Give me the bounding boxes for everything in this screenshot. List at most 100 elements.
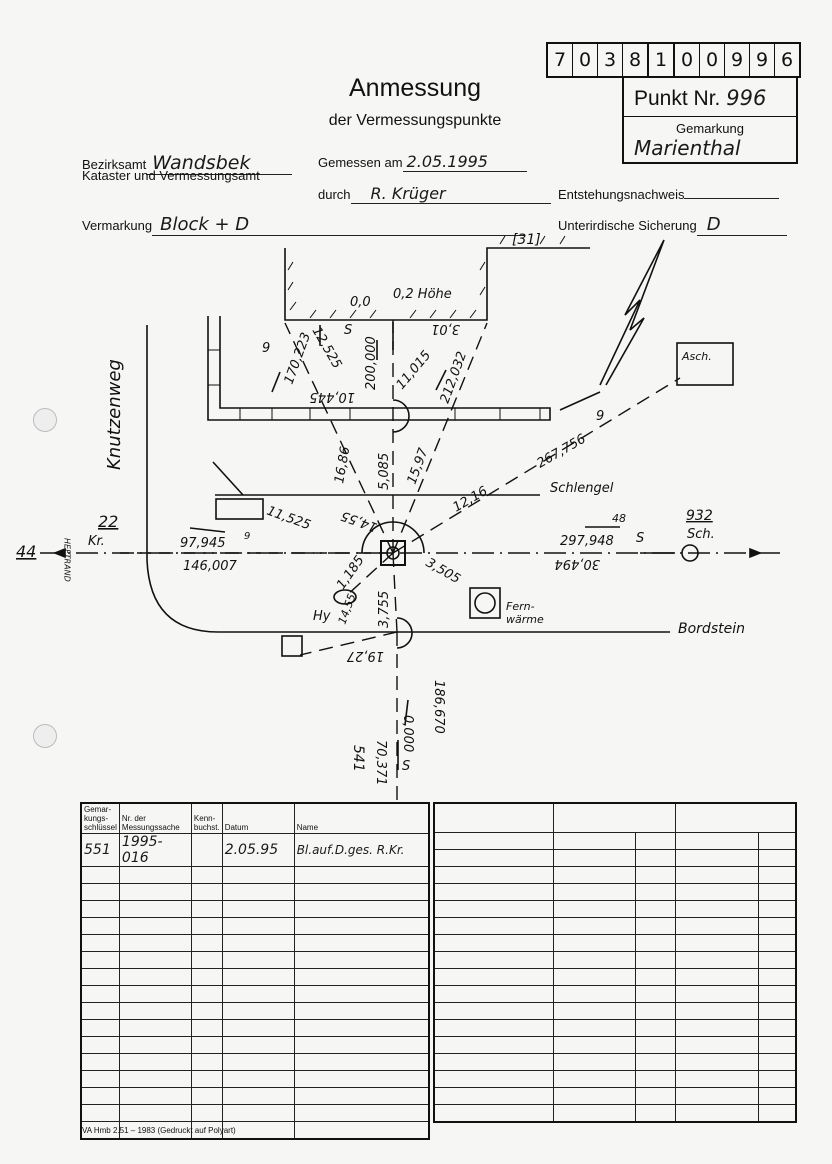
cell (80, 1121, 120, 1140)
durch-signature: R. Krüger (350, 184, 551, 204)
cell (293, 1104, 430, 1122)
sketch-label: 0,0 (350, 295, 371, 310)
cell (433, 951, 554, 969)
cell (80, 1087, 120, 1105)
sketch-label: 9 (596, 409, 604, 424)
cell (221, 968, 295, 986)
punkt-box: Punkt Nr. 996 Gemarkung Marienthal (622, 76, 798, 164)
cell (80, 917, 120, 935)
cell (552, 1070, 636, 1088)
cell (190, 883, 223, 901)
col-header (433, 802, 554, 833)
table-row (80, 883, 430, 901)
cell (190, 1019, 223, 1037)
arc (392, 399, 410, 433)
cell: 1995-016 (118, 833, 192, 867)
table-row (433, 1070, 797, 1088)
cell (221, 900, 295, 918)
survey-sketch: [31] Knutzenweg HEFTRAND 0,2 Höhe 0,0 3,… (16, 232, 780, 800)
cell (757, 1104, 797, 1123)
sketch-label: 3,755 (377, 591, 392, 628)
digit: 7 (548, 44, 573, 76)
sketch-label: Kr. (88, 534, 105, 549)
cell (80, 900, 120, 918)
cell (118, 1104, 192, 1122)
sketch-label: 186,670 (431, 680, 446, 734)
cell (433, 1002, 554, 1020)
cell (433, 849, 554, 867)
cell (674, 849, 759, 867)
cell (552, 985, 636, 1003)
cell (190, 1053, 223, 1071)
table-row (80, 985, 430, 1003)
cell (293, 985, 430, 1003)
cell (221, 866, 295, 884)
cell (80, 1070, 120, 1088)
cell (634, 1070, 676, 1088)
table-row: 551 1995-016 2.05.95 Bl.auf.D.ges. R.Kr. (80, 833, 430, 867)
cell (634, 985, 676, 1003)
cell (634, 883, 676, 901)
cell (674, 1104, 759, 1123)
sketch-label: Sch. (687, 527, 715, 542)
sketch-label: 170,223 (282, 331, 314, 387)
cell (552, 1104, 636, 1123)
cell (221, 985, 295, 1003)
page-title: Anmessung (348, 74, 482, 102)
gemessen-label: Gemessen am (318, 155, 403, 170)
main-point-marker (380, 540, 406, 566)
cell (221, 1002, 295, 1020)
col-header: Name (293, 802, 430, 834)
punkt-value: 996 (726, 86, 767, 110)
cell (433, 968, 554, 986)
cell (674, 1019, 759, 1037)
cell (190, 1104, 223, 1122)
table-row (80, 1019, 430, 1037)
cell (757, 951, 797, 969)
cell: Bl.auf.D.ges. R.Kr. (293, 833, 430, 867)
cell (552, 849, 636, 867)
cell (221, 951, 295, 969)
cell (433, 1036, 554, 1054)
table-row (433, 832, 797, 850)
sicherung-value: D (696, 214, 787, 236)
col-header: Gemar-kungs-schlüssel (80, 802, 120, 834)
cell (80, 883, 120, 901)
cell (80, 1019, 120, 1037)
cell (757, 1036, 797, 1054)
digit: 9 (750, 44, 775, 76)
cell (80, 985, 120, 1003)
gully-box (281, 635, 303, 657)
cell (674, 968, 759, 986)
cell (757, 1053, 797, 1071)
digit: 3 (598, 44, 623, 76)
cell (118, 1121, 192, 1140)
cell (674, 866, 759, 884)
cell (674, 883, 759, 901)
gemessen-value: 2.05.1995 (402, 152, 527, 172)
cell (190, 1036, 223, 1054)
cell (80, 968, 120, 986)
cell (118, 1019, 192, 1037)
cell (634, 866, 676, 884)
cell (221, 1121, 295, 1140)
cell (190, 985, 223, 1003)
table-row (433, 883, 797, 901)
cell (221, 883, 295, 901)
cell (118, 934, 192, 952)
cell (552, 934, 636, 952)
sketch-label: Bordstein (678, 621, 745, 637)
sketch-label: 3,505 (423, 555, 463, 587)
cell (433, 1104, 554, 1123)
table-row (433, 985, 797, 1003)
building-hatching (287, 235, 566, 319)
cell (634, 968, 676, 986)
cell (190, 833, 223, 867)
fernwaerme-box (469, 587, 501, 619)
cell (293, 917, 430, 935)
cell (118, 1036, 192, 1054)
point-541-label: 541 (350, 745, 366, 772)
cell (757, 934, 797, 952)
